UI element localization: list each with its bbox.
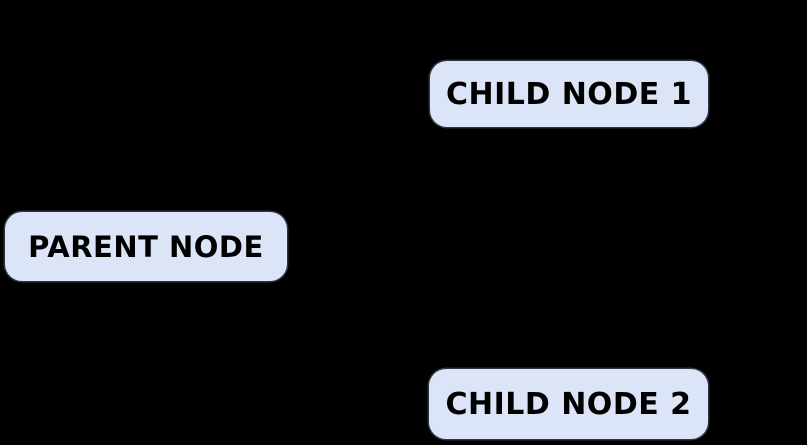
node-parent-label: PARENT NODE	[28, 229, 264, 264]
node-child-2: CHILD NODE 2	[429, 369, 708, 439]
node-parent: PARENT NODE	[5, 212, 287, 281]
node-child-1: CHILD NODE 1	[430, 61, 708, 127]
node-child-1-label: CHILD NODE 1	[445, 76, 693, 112]
node-child-2-label: CHILD NODE 2	[445, 386, 692, 422]
